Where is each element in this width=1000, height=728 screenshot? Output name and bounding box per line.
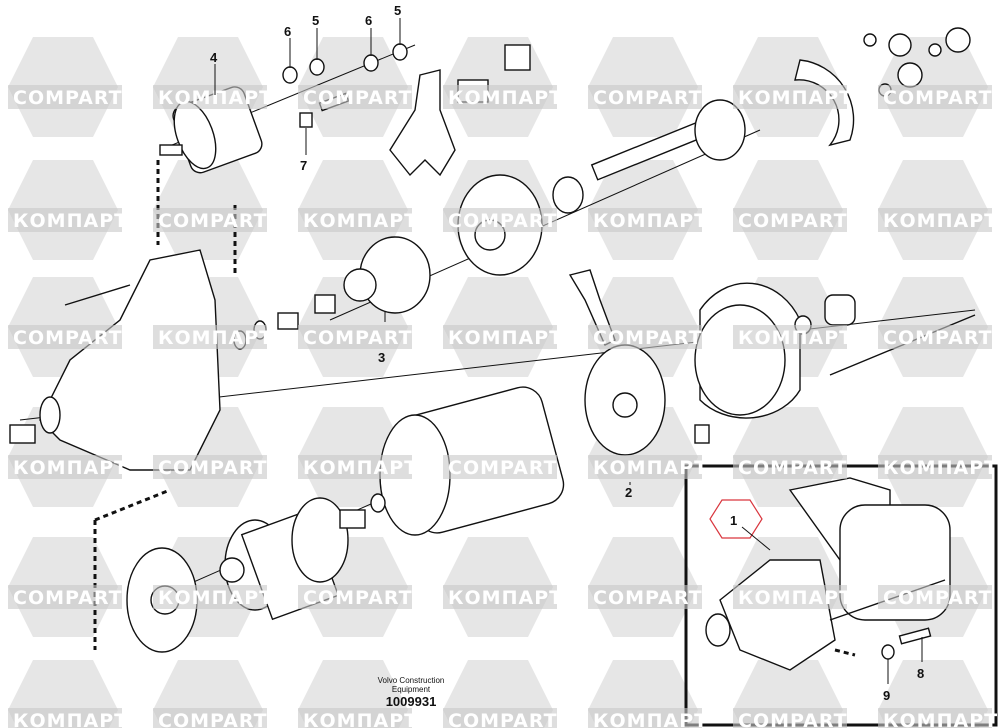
callout-7: 7 (300, 128, 307, 173)
planet-carrier-part (694, 99, 746, 161)
watermark-logo-shape (588, 37, 698, 137)
watermark-logo-shape (588, 537, 698, 637)
terminal-screw-part (694, 424, 710, 444)
seal-ring-part (552, 176, 584, 214)
watermark-logo-shape (878, 407, 988, 507)
drawing-number: 1009931 (386, 694, 437, 709)
callout-label: 5 (394, 3, 401, 18)
callout-label: 8 (917, 666, 924, 681)
watermark-logo-shape (443, 277, 553, 377)
watermark-logo-shape (878, 160, 988, 260)
bracket-part (504, 44, 531, 71)
watermark-logo-shape (878, 660, 988, 728)
watermark-logo-shape (443, 537, 553, 637)
callout-6b: 6 (365, 13, 372, 56)
callout-label: 6 (365, 13, 372, 28)
washer-9-part (881, 644, 895, 660)
watermark-logo-shape (878, 277, 988, 377)
stator-opening (379, 414, 451, 536)
watermark-logo-shape (8, 660, 118, 728)
callout-3: 3 (378, 312, 386, 365)
manufacturer-line-2: Equipment (392, 685, 431, 694)
dashed-connector-inset (834, 648, 856, 657)
shift-lever-part (389, 69, 456, 177)
bolt-8-part (898, 627, 932, 645)
callout-4: 4 (210, 50, 218, 95)
callout-5a: 5 (312, 13, 319, 60)
lever-pin-part (457, 79, 489, 103)
watermark-logo-shape (153, 660, 263, 728)
watermark-logo-shape (733, 160, 843, 260)
watermark-logo-shape (8, 160, 118, 260)
watermark-logo-shape (8, 537, 118, 637)
callout-label: 2 (625, 485, 632, 500)
through-bolt-left (64, 284, 131, 306)
callout-label: 3 (378, 350, 385, 365)
bushing-part (9, 424, 36, 444)
callout-1: 1 (709, 499, 771, 551)
callout-9: 9 (883, 659, 890, 703)
watermark-logo-shape (8, 37, 118, 137)
callout-label: 9 (883, 688, 890, 703)
armature-washer-part (370, 493, 386, 513)
callout-5b: 5 (394, 3, 401, 45)
callout-8: 8 (917, 637, 924, 681)
callout-2: 2 (625, 482, 632, 500)
watermark-logo-shape (443, 660, 553, 728)
callout-label: 7 (300, 158, 307, 173)
callout-label: 4 (210, 50, 218, 65)
callout-label: 5 (312, 13, 319, 28)
highlight-hexagon (709, 499, 763, 539)
manufacturer-line-1: Volvo Construction (378, 676, 445, 685)
watermark-logo-shape (733, 660, 843, 728)
watermark-logo-shape (298, 37, 408, 137)
callout-label: 1 (730, 513, 737, 528)
end-bushing-part (824, 294, 856, 326)
watermark-logo-shape (588, 660, 698, 728)
callout-label: 6 (284, 24, 291, 39)
watermark-logo-shape (153, 160, 263, 260)
callout-6a: 6 (284, 24, 291, 68)
